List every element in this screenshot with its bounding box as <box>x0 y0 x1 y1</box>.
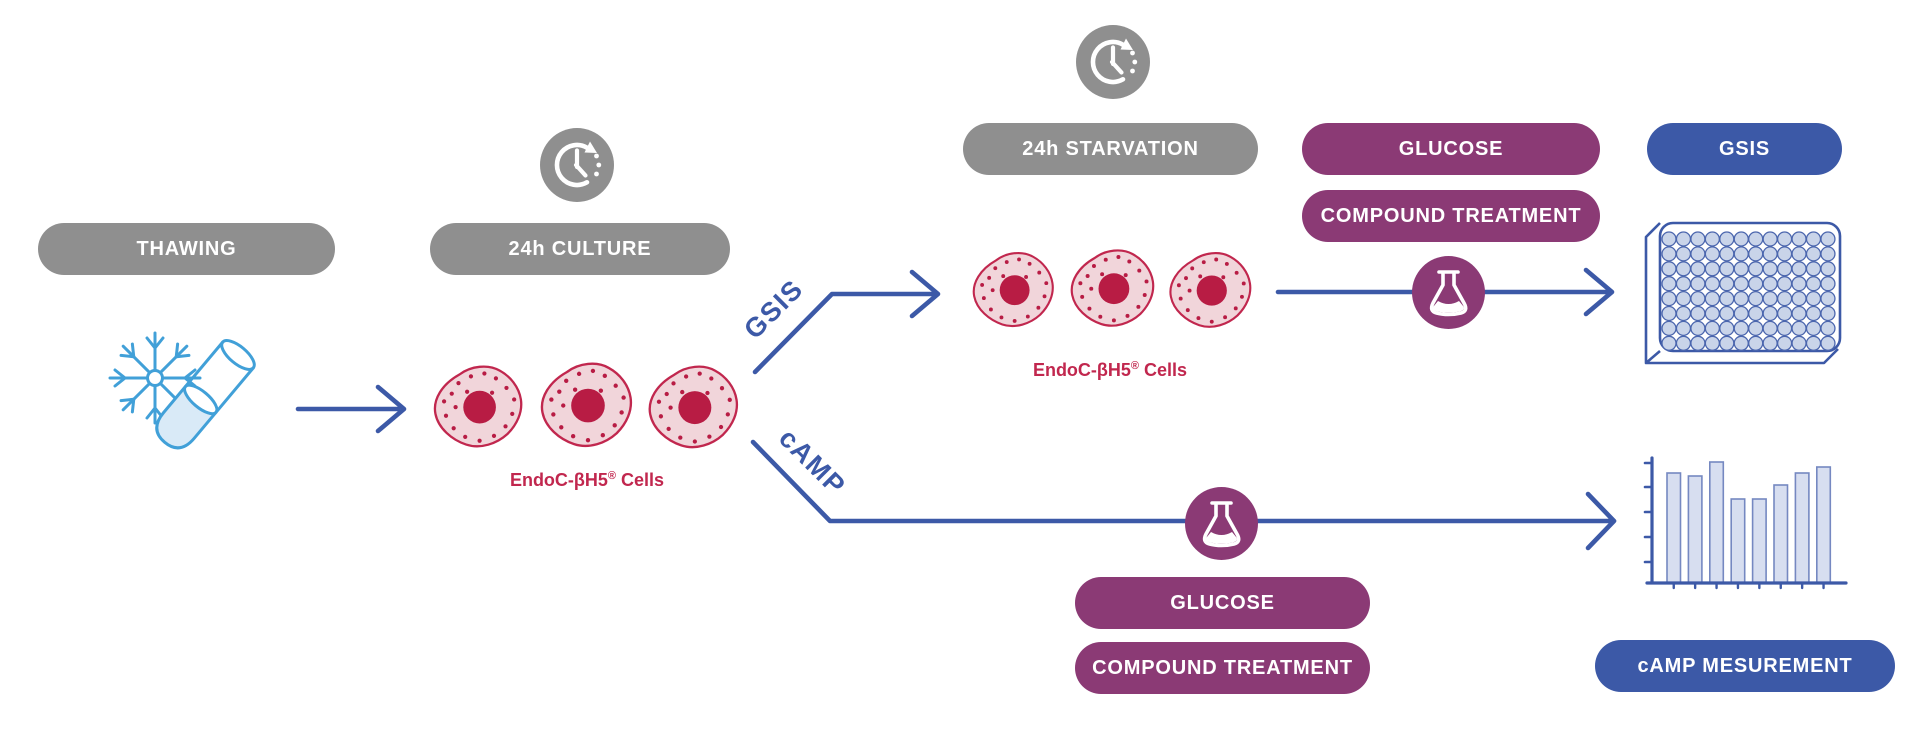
cryovial-tube <box>155 339 256 450</box>
cells-illustration-culture <box>433 362 739 449</box>
flask-glyph <box>1202 501 1241 548</box>
culture-badge: 24h CULTURE <box>430 223 730 275</box>
registered-mark: ® <box>607 470 617 482</box>
culture-label: 24h CULTURE <box>508 237 652 260</box>
thawing-label: THAWING <box>136 237 237 260</box>
erlenmeyer-flask-icon <box>1412 256 1485 329</box>
plate-wells <box>1661 231 1836 351</box>
starvation-label: 24h STARVATION <box>1022 137 1199 160</box>
snowflake-cryovial-icon <box>108 331 256 450</box>
gsis-branch-arrow <box>752 269 941 375</box>
gsis-result-label: GSIS <box>1719 137 1770 160</box>
glucose-label-camp: GLUCOSE <box>1170 591 1275 614</box>
clock-glyph <box>1090 38 1138 85</box>
starvation-badge: 24h STARVATION <box>963 123 1258 175</box>
clock-glyph <box>554 141 602 188</box>
arrow-right-icon <box>295 384 407 434</box>
clock-timer-icon <box>540 128 614 202</box>
compound-treatment-badge-camp: COMPOUND TREATMENT <box>1075 642 1370 694</box>
erlenmeyer-flask-icon <box>1185 487 1258 560</box>
cells-suffix: Cells <box>1144 360 1188 380</box>
camp-measurement-label: cAMP MESUREMENT <box>1637 654 1853 677</box>
gsis-result-badge: GSIS <box>1647 123 1842 175</box>
cells-illustration-starved <box>972 249 1252 328</box>
bar-chart-icon <box>1643 456 1848 590</box>
cells-suffix: Cells <box>621 470 665 490</box>
compound-treatment-label-camp: COMPOUND TREATMENT <box>1092 656 1353 679</box>
glucose-badge-camp: GLUCOSE <box>1075 577 1370 629</box>
chart-bars <box>1666 461 1832 590</box>
96-well-plate-icon <box>1644 221 1842 365</box>
compound-treatment-badge-gsis: COMPOUND TREATMENT <box>1302 190 1600 242</box>
clock-timer-icon <box>1076 25 1150 99</box>
thawing-badge: THAWING <box>38 223 335 275</box>
glucose-label-gsis: GLUCOSE <box>1398 137 1504 160</box>
flask-glyph <box>1429 270 1468 317</box>
cells-name: EndoC-βH5 <box>1032 360 1131 380</box>
cells-name: EndoC-βH5 <box>509 470 608 490</box>
cells-label-starved: EndoC-βH5® Cells <box>960 360 1260 381</box>
compound-treatment-label-gsis: COMPOUND TREATMENT <box>1320 204 1582 227</box>
glucose-badge-gsis: GLUCOSE <box>1302 123 1600 175</box>
camp-measurement-badge: cAMP MESUREMENT <box>1595 640 1895 692</box>
camp-branch-arrow <box>750 439 1617 551</box>
registered-mark: ® <box>1130 360 1140 372</box>
cells-label-culture: EndoC-βH5® Cells <box>437 470 737 491</box>
